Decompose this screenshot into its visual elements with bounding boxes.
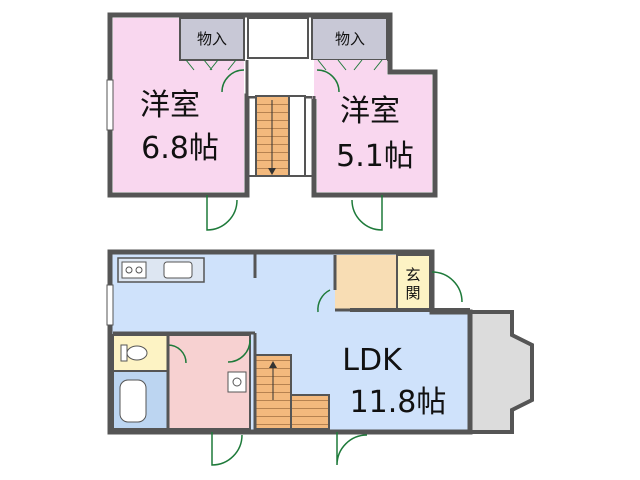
bay-window (468, 310, 534, 434)
toilet-icon (126, 345, 148, 361)
upper-stair-gap (288, 95, 306, 177)
room-western-right (312, 60, 432, 192)
storage-left-label: 物入 (197, 30, 227, 48)
sink-icon (163, 261, 193, 279)
room-left-size: 6.8帖 (141, 131, 219, 166)
upper-floor: 物入 物入 洋室 6.8帖 洋室 5.1帖 (106, 12, 438, 231)
entrance-hall (335, 255, 397, 310)
ldk-size: 11.8帖 (350, 385, 447, 420)
door-bottom-right (336, 432, 368, 466)
door-entrance (431, 271, 463, 303)
room-right-size: 5.1帖 (336, 139, 414, 174)
window-left (106, 79, 114, 131)
door-left-room (206, 195, 238, 231)
genkan-label-2: 関 (405, 284, 420, 302)
storage-left (179, 17, 245, 61)
window-kitchen (106, 284, 114, 326)
door-toilet (167, 344, 187, 364)
upper-hall (247, 60, 314, 96)
door-right-room (351, 195, 383, 231)
void-top (247, 17, 309, 59)
bathtub-icon (119, 379, 147, 423)
closet-doors-left (185, 59, 237, 71)
door-hall-right (316, 69, 340, 93)
stove-icon (121, 261, 147, 279)
genkan-label-1: 玄 (405, 266, 420, 284)
ldk-name: LDK (342, 343, 403, 378)
door-hall-ldk (317, 289, 331, 313)
closet-doors-right (317, 59, 383, 71)
door-hall-left (221, 69, 245, 93)
lower-floor: 玄 関 LDK 11.8帖 (106, 249, 534, 466)
storage-right-label: 物入 (335, 30, 365, 48)
door-bottom-left (211, 432, 243, 466)
lower-stairs-landing (290, 394, 330, 430)
room-left-name: 洋室 (140, 88, 200, 123)
washbasin-icon (227, 371, 247, 393)
room-right-name: 洋室 (340, 94, 400, 129)
door-washroom (227, 339, 251, 363)
